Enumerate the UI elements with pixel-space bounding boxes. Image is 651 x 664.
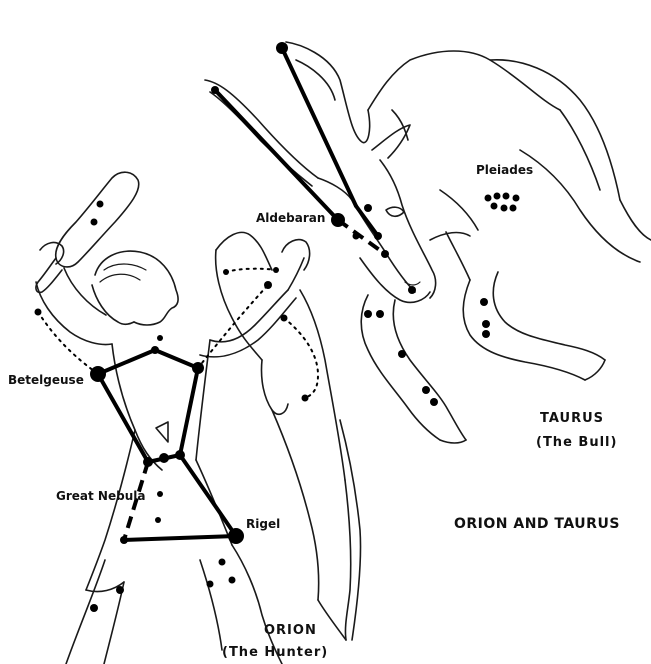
star [143, 457, 153, 467]
label-betelgeuse: Betelgeuse [8, 373, 84, 387]
star [513, 195, 520, 202]
leg-line-right [180, 455, 236, 536]
star [430, 398, 438, 406]
star [501, 205, 508, 212]
star [35, 309, 42, 316]
star-rigel [228, 528, 244, 544]
body-line-left [98, 374, 148, 462]
star [482, 330, 490, 338]
star [374, 232, 382, 240]
star [159, 453, 169, 463]
horn-line-south [215, 90, 338, 220]
star [157, 335, 163, 341]
star [408, 286, 416, 294]
star [192, 362, 204, 374]
club-arm-line [38, 312, 98, 374]
star [381, 250, 389, 258]
star [491, 203, 498, 210]
label-orion: ORION [264, 623, 317, 638]
star [353, 233, 360, 240]
star [480, 298, 488, 306]
pleiades-cluster [485, 193, 520, 212]
star [364, 310, 372, 318]
star [281, 315, 288, 322]
star [503, 193, 510, 200]
pelt-figure [216, 232, 361, 640]
bull-figure [205, 42, 651, 443]
diagram-title: ORION AND TAURUS [454, 516, 620, 532]
star [494, 193, 501, 200]
star [482, 320, 490, 328]
star [91, 219, 98, 226]
star [302, 395, 309, 402]
label-taurus-subtitle: (The Bull) [536, 435, 617, 450]
star [175, 450, 185, 460]
feet-line [124, 536, 236, 540]
star [264, 281, 272, 289]
horn-line-north [282, 48, 356, 206]
star-betelgeuse [90, 366, 106, 382]
pelt-side-line [284, 318, 318, 398]
label-taurus: TAURUS [540, 411, 604, 426]
star [422, 386, 430, 394]
star [90, 604, 98, 612]
label-aldebaran: Aldebaran [256, 211, 325, 225]
shoulder-line-left [98, 350, 155, 374]
label-great-nebula: Great Nebula [56, 489, 145, 503]
star-aldebaran [331, 213, 345, 227]
star [276, 42, 288, 54]
star [155, 517, 161, 523]
shoulder-line-right [155, 350, 198, 368]
star [376, 310, 384, 318]
star [157, 491, 163, 497]
star [510, 205, 517, 212]
label-orion-subtitle: (The Hunter) [222, 645, 328, 660]
star [120, 536, 128, 544]
star [485, 195, 492, 202]
pelt-top-line [226, 269, 276, 272]
hunter-figure [36, 172, 310, 664]
star [219, 559, 226, 566]
label-pleiades: Pleiades [476, 163, 533, 177]
star [211, 86, 219, 94]
star [223, 269, 229, 275]
label-rigel: Rigel [246, 517, 280, 531]
body-line-right [180, 368, 198, 455]
star [97, 201, 104, 208]
star [151, 346, 159, 354]
star [398, 350, 406, 358]
star [229, 577, 236, 584]
star [273, 267, 279, 273]
star [207, 581, 214, 588]
star [116, 586, 124, 594]
star [364, 204, 372, 212]
